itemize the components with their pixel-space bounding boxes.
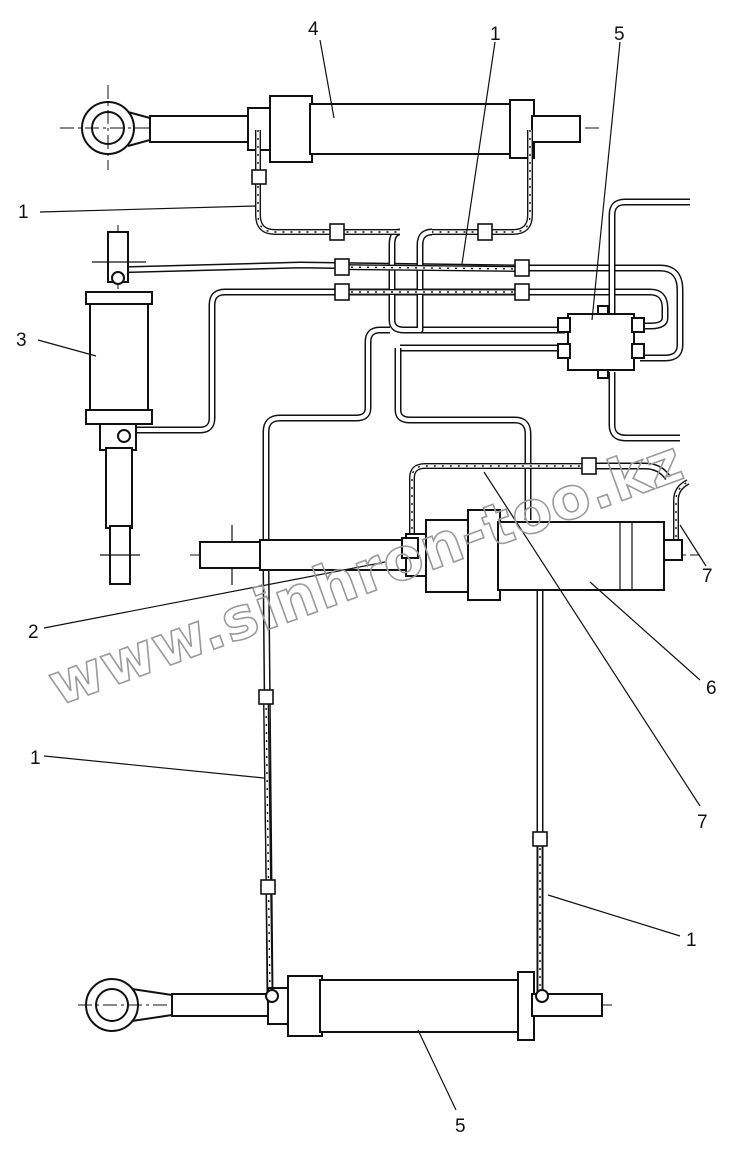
top-cylinder — [60, 85, 600, 170]
callout-1-bottom-right: 1 — [686, 930, 697, 951]
callout-2: 2 — [28, 622, 39, 643]
clamps — [251, 169, 597, 895]
callout-4-top: 4 — [308, 19, 319, 40]
callout-6: 6 — [706, 678, 717, 699]
leader-lines — [37, 39, 707, 1111]
callout-7-right: 7 — [702, 566, 713, 587]
callout-5-top: 5 — [614, 24, 625, 45]
callout-1-mid-left: 1 — [30, 748, 41, 769]
callout-1-top: 1 — [490, 24, 501, 45]
callout-7-mid: 7 — [697, 812, 708, 833]
callout-3: 3 — [16, 330, 27, 351]
bottom-cylinder — [78, 971, 612, 1041]
callout-1-left: 1 — [18, 202, 29, 223]
middle-cylinder — [190, 509, 700, 601]
callout-5-bottom: 5 — [455, 1116, 466, 1137]
callout-labels: 4 1 5 1 3 7 2 6 1 7 1 5 — [16, 19, 717, 1137]
valve-block — [557, 305, 645, 379]
hoses — [255, 130, 690, 996]
vertical-cylinder — [85, 225, 153, 585]
